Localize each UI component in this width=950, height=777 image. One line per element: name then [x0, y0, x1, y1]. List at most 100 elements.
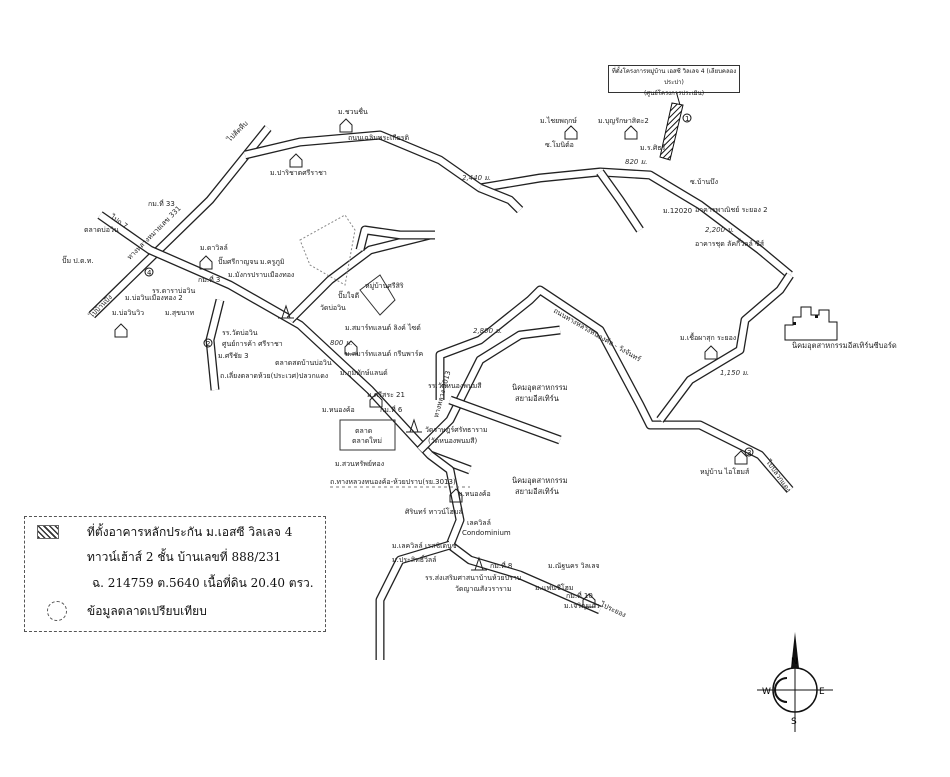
project-site — [659, 90, 684, 161]
svg-text:สยามอีสเทิร์น: สยามอีสเทิร์น — [515, 487, 559, 496]
svg-text:สยามอีสเทิร์น: สยามอีสเทิร์น — [515, 394, 559, 403]
svg-text:Condominium: Condominium — [462, 529, 511, 537]
village-area — [359, 274, 396, 316]
svg-text:2,440 ม.: 2,440 ม. — [462, 174, 491, 182]
temple-icons — [278, 304, 487, 571]
svg-text:ม.แฟนซีโฮม: ม.แฟนซีโฮม — [535, 583, 574, 592]
svg-text:ม.ศรีสระ 21: ม.ศรีสระ 21 — [367, 391, 405, 399]
svg-text:3: 3 — [747, 449, 751, 457]
circle-marker-icon — [47, 601, 67, 621]
svg-text:ไปปลวกแดง: ไปปลวกแดง — [764, 457, 793, 494]
svg-text:ม.หนองค้อ: ม.หนองค้อ — [458, 490, 491, 498]
svg-text:ม.ณัฐนคร วิลเลจ: ม.ณัฐนคร วิลเลจ — [548, 562, 600, 570]
svg-text:2,800 ม.: 2,800 ม. — [473, 327, 502, 335]
svg-text:อาคารพาณิชย์ ระยอง 2: อาคารพาณิชย์ ระยอง 2 — [695, 206, 768, 214]
svg-text:ม.ภูมิทักษ์แลนด์: ม.ภูมิทักษ์แลนด์ — [340, 369, 388, 377]
svg-text:ม.ครูภูมิ: ม.ครูภูมิ — [260, 258, 285, 266]
svg-text:รร.ส่งเสริมศาสนาบ้านห้วยปราบ: รร.ส่งเสริมศาสนาบ้านห้วยปราบ — [425, 574, 521, 582]
svg-text:ตลาดสดบ้านบ่อวิน: ตลาดสดบ้านบ่อวิน — [275, 359, 332, 367]
compass-n: N — [791, 657, 798, 667]
svg-text:เลควิลล์: เลควิลล์ — [467, 519, 491, 527]
svg-text:ม.สมาร์ทแลนด์ ลิงค์ ไซด์: ม.สมาร์ทแลนด์ ลิงค์ ไซด์ — [345, 323, 421, 332]
svg-text:รร.วัดบ่อวิน: รร.วัดบ่อวิน — [222, 329, 258, 337]
legend-site-detail: ทาวน์เฮ้าส์ 2 ชั้น บ้านเลขที่ 888/231 — [87, 550, 282, 564]
svg-text:อาคารชุด ลัคกี้วิลล์ ซีส์: อาคารชุด ลัคกี้วิลล์ ซีส์ — [695, 237, 765, 248]
svg-text:2,200 ม.: 2,200 ม. — [705, 226, 734, 234]
svg-text:กม.ที่ 3: กม.ที่ 3 — [198, 275, 220, 284]
svg-text:ม.เจริญแก้ว: ม.เจริญแก้ว — [564, 602, 600, 610]
svg-text:ปั๊มศรีกาญจน: ปั๊มศรีกาญจน — [218, 256, 258, 266]
svg-text:กม.ที่ 33: กม.ที่ 33 — [148, 199, 175, 208]
svg-text:ตลาด: ตลาด — [355, 427, 372, 435]
svg-text:หมู่บ้าน ไอโฮมส์: หมู่บ้าน ไอโฮมส์ — [700, 467, 750, 476]
svg-text:ม.สมาร์ทแลนด์ กรีนพาร์ค: ม.สมาร์ทแลนด์ กรีนพาร์ค — [345, 350, 423, 358]
svg-text:ม.ร.ศิธร์: ม.ร.ศิธร์ — [640, 144, 666, 152]
svg-text:ม.สวนทรัพย์ทอง: ม.สวนทรัพย์ทอง — [335, 460, 384, 468]
callout-line1: ที่ตั้งโครงการหมู่บ้าน เอสซี วิลเลจ 4 (เ… — [611, 68, 737, 86]
legend-comparables: ข้อมูลตลาดเปรียบเทียบ — [87, 604, 207, 618]
svg-text:(วัดหนองพนมสี): (วัดหนองพนมสี) — [428, 437, 478, 445]
roads — [88, 125, 794, 660]
svg-text:ม.หนองค้อ: ม.หนองค้อ — [322, 406, 355, 414]
svg-text:ศูนย์การค้า ศรีราชา: ศูนย์การค้า ศรีราชา — [222, 340, 283, 348]
svg-text:ถนนเฉลิมพระเกียรติ: ถนนเฉลิมพระเกียรติ — [348, 134, 409, 142]
svg-text:ซ.บ้านบึง: ซ.บ้านบึง — [690, 177, 718, 186]
market-box — [339, 419, 396, 451]
callout-line2: (ศูนย์โครงการประเมิน) — [643, 90, 705, 97]
reference-markers: 1 2 3 4 — [144, 113, 754, 457]
svg-text:กม.ที่ 6: กม.ที่ 6 — [380, 405, 403, 414]
map-legend: ที่ตั้งอาคารหลักประกัน ม.เอสซี วิลเลจ 4 … — [24, 516, 326, 632]
svg-text:1: 1 — [685, 115, 689, 123]
svg-text:วัดบ่อวิน: วัดบ่อวิน — [320, 304, 346, 312]
svg-text:ม.12020: ม.12020 — [663, 207, 692, 215]
legend-site: ที่ตั้งอาคารหลักประกัน ม.เอสซี วิลเลจ 4 — [87, 525, 293, 539]
compass-rose: N E S W — [757, 632, 833, 732]
svg-text:ถ.ทางหลวงหนองค้อ-ห้วยปราบ(รย.3: ถ.ทางหลวงหนองค้อ-ห้วยปราบ(รย.3013) — [330, 478, 456, 486]
svg-text:1,150 ม.: 1,150 ม. — [720, 369, 749, 377]
svg-text:ม.สุขนาท: ม.สุขนาท — [165, 309, 195, 317]
house-icons — [114, 118, 748, 608]
compass-e: E — [819, 687, 825, 697]
svg-text:ม.บ่อวินวิว: ม.บ่อวินวิว — [112, 309, 144, 317]
svg-text:4: 4 — [147, 269, 152, 277]
svg-text:ไปบ้านบึง: ไปบ้านบึง — [86, 293, 114, 321]
svg-text:ม.บ่อวินเมืองทอง 2: ม.บ่อวินเมืองทอง 2 — [125, 294, 183, 302]
hatch-swatch-icon — [37, 525, 59, 539]
compass-s: S — [791, 717, 797, 727]
svg-text:ตลาดบ่อวิน: ตลาดบ่อวิน — [84, 226, 119, 234]
legend-deed: ฉ. 214759 ต.5640 เนื้อที่ดิน 20.40 ตรว. — [92, 576, 314, 590]
svg-text:ศิรินทร์ ทาวน์โฮมส์: ศิรินทร์ ทาวน์โฮมส์ — [405, 507, 463, 516]
svg-text:ซ.โมนิต์อ: ซ.โมนิต์อ — [545, 140, 574, 149]
svg-text:หมู่บ้านศรีสิริ: หมู่บ้านศรีสิริ — [365, 282, 404, 290]
svg-text:วัดราษฎร์ศรัทธาราม: วัดราษฎร์ศรัทธาราม — [425, 426, 488, 434]
svg-text:นิคมอุตสาหกรรมอีสเทิร์นซีบอร์ด: นิคมอุตสาหกรรมอีสเทิร์นซีบอร์ด — [792, 341, 897, 350]
svg-text:ไประยอง: ไประยอง — [598, 599, 627, 619]
svg-text:ม.ไชยพฤกษ์: ม.ไชยพฤกษ์ — [540, 116, 577, 125]
svg-text:ม.เลควิลล์ เรสซิเดนซ์: ม.เลควิลล์ เรสซิเดนซ์ — [392, 542, 457, 550]
svg-text:รร.วัดหนองพนมสี: รร.วัดหนองพนมสี — [428, 382, 482, 390]
industrial-estate-icon — [784, 306, 838, 341]
svg-text:ม.ชวนชื่น: ม.ชวนชื่น — [338, 107, 368, 116]
svg-text:ปั๊ม ป.ต.ท.: ปั๊ม ป.ต.ท. — [62, 255, 94, 265]
svg-text:กม.ที่ 8: กม.ที่ 8 — [490, 561, 512, 570]
svg-text:2: 2 — [206, 340, 210, 348]
svg-text:ถนนทางหลวงหนองค้อ - วังจันทร์: ถนนทางหลวงหนองค้อ - วังจันทร์ — [552, 307, 642, 364]
svg-text:820 ม.: 820 ม. — [625, 158, 647, 166]
project-callout: ที่ตั้งโครงการหมู่บ้าน เอสซี วิลเลจ 4 (เ… — [608, 65, 740, 97]
svg-text:รร.ดาราบ่อวิน: รร.ดาราบ่อวิน — [152, 287, 195, 295]
svg-text:นิคมอุตสาหกรรม: นิคมอุตสาหกรรม — [512, 383, 568, 392]
svg-text:ตลาดใหม่: ตลาดใหม่ — [352, 436, 382, 445]
svg-text:800 ม.: 800 ม. — [330, 339, 352, 347]
svg-text:ม.เชื้อผาสุก ระยอง: ม.เชื้อผาสุก ระยอง — [680, 331, 736, 342]
svg-text:ม.มังกรปราบเมืองทอง: ม.มังกรปราบเมืองทอง — [228, 271, 294, 279]
compass-w: W — [762, 687, 771, 697]
svg-text:ม.ดาวิลล์: ม.ดาวิลล์ — [200, 244, 228, 252]
svg-text:ม.ปาริชาตศรีราชา: ม.ปาริชาตศรีราชา — [270, 169, 327, 177]
svg-text:กม.ที่ 10: กม.ที่ 10 — [566, 591, 593, 600]
svg-text:ถ.เลี่ยงตลาดห้วย(ประเวศ)ปลวกแด: ถ.เลี่ยงตลาดห้วย(ประเวศ)ปลวกแดง — [220, 371, 328, 380]
svg-text:วัดญาณสังวราราม: วัดญาณสังวราราม — [455, 585, 511, 593]
svg-text:นิคมอุตสาหกรรม: นิคมอุตสาหกรรม — [512, 476, 568, 485]
svg-text:ปั๊มใจดี: ปั๊มใจดี — [338, 290, 359, 300]
svg-text:ม.ศรีชัย 3: ม.ศรีชัย 3 — [218, 352, 249, 360]
